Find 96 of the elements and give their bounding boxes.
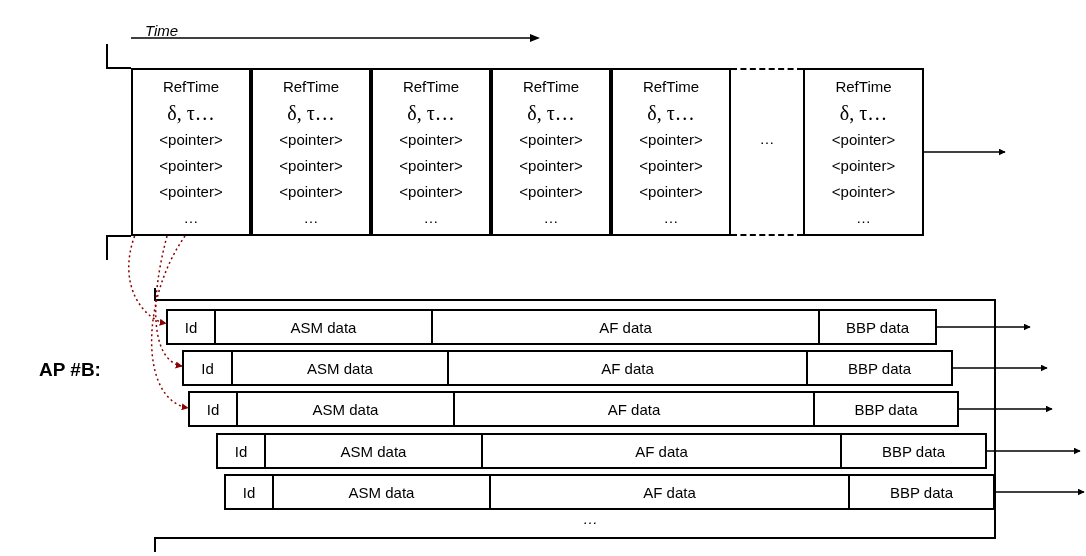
field-text: AF data	[643, 484, 696, 500]
data-field-box	[447, 350, 808, 386]
heading-text: RefTime	[835, 77, 892, 97]
pointer-text: <pointer>	[159, 130, 223, 150]
arrow	[952, 364, 1048, 372]
field-text: Id	[234, 443, 248, 459]
pointer-text: <pointer>	[831, 130, 896, 150]
symbol-text: δ, τ…	[527, 101, 575, 126]
arrow	[994, 488, 1085, 496]
data-field-box	[264, 433, 483, 469]
field-text: AF data	[635, 443, 688, 459]
pointer-text: <pointer>	[159, 156, 223, 176]
arrow	[986, 447, 1081, 455]
data-field-box	[182, 350, 233, 386]
pointer-text: <pointer>	[279, 130, 343, 150]
ellipsis-text: …	[856, 208, 871, 228]
ellipsis-text: …	[663, 208, 679, 228]
record-column-box	[611, 68, 731, 236]
pointer-text: <pointer>	[279, 182, 343, 202]
field-text: AF data	[607, 401, 661, 417]
data-field-box	[188, 391, 238, 427]
data-field-box	[231, 350, 449, 386]
field-text: BBP data	[854, 401, 918, 417]
data-field-box	[848, 474, 995, 510]
dotted-arrow	[128, 235, 167, 325]
field-text: ASM data	[307, 360, 373, 376]
data-field-box	[813, 391, 959, 427]
field-text: BBP data	[845, 319, 910, 335]
data-field-box	[236, 391, 455, 427]
symbol-text: δ, τ…	[287, 101, 335, 126]
pointer-text: <pointer>	[639, 130, 703, 150]
ellipsis-text: …	[303, 208, 319, 228]
ellipsis-column-box	[731, 68, 803, 236]
arrow	[923, 148, 1006, 156]
field-text: ASM data	[312, 401, 379, 417]
heading-text: RefTime	[642, 77, 700, 97]
heading-text: RefTime	[402, 77, 460, 97]
data-field-box	[224, 474, 274, 510]
heading-text: RefTime	[522, 77, 580, 97]
record-column-box	[803, 68, 924, 236]
pointer-text: <pointer>	[831, 182, 896, 202]
pointer-text: <pointer>	[519, 182, 583, 202]
ellipsis-text: …	[759, 129, 775, 149]
axis-label: Time	[145, 21, 179, 41]
field-text: ASM data	[348, 484, 415, 500]
data-field-box	[818, 309, 937, 345]
dotted-arrow	[154, 235, 183, 368]
pointer-text: <pointer>	[639, 182, 703, 202]
field-text: BBP data	[889, 484, 954, 500]
pointer-text: <pointer>	[399, 130, 463, 150]
data-field-box	[166, 309, 216, 345]
data-field-box	[840, 433, 987, 469]
group-label: AP #B:	[39, 358, 101, 382]
heading-text: RefTime	[282, 77, 340, 97]
data-field-box	[216, 433, 266, 469]
ellipsis-text: …	[423, 208, 439, 228]
field-text: Id	[184, 319, 198, 335]
symbol-text: δ, τ…	[647, 101, 695, 126]
data-field-box	[453, 391, 815, 427]
data-field-box	[214, 309, 433, 345]
field-text: Id	[206, 401, 220, 417]
field-text: Id	[201, 360, 214, 376]
data-field-box	[272, 474, 491, 510]
symbol-text: δ, τ…	[407, 101, 455, 126]
ellipsis-text: …	[583, 509, 598, 529]
arrow	[936, 323, 1031, 331]
pointer-text: <pointer>	[399, 182, 463, 202]
field-text: Id	[242, 484, 256, 500]
pointer-text: <pointer>	[519, 130, 583, 150]
symbol-text: δ, τ…	[839, 101, 888, 126]
field-text: ASM data	[340, 443, 407, 459]
record-column-box	[251, 68, 371, 236]
pointer-text: <pointer>	[159, 182, 223, 202]
record-column-box	[371, 68, 491, 236]
arrow	[958, 405, 1053, 413]
ellipsis-text: …	[543, 208, 559, 228]
symbol-text: δ, τ…	[167, 101, 215, 126]
field-text: AF data	[601, 360, 654, 376]
record-column-box	[131, 68, 251, 236]
pointer-text: <pointer>	[639, 156, 703, 176]
pointer-text: <pointer>	[279, 156, 343, 176]
dotted-arrow	[150, 235, 189, 410]
record-column-box	[491, 68, 611, 236]
data-field-box	[481, 433, 842, 469]
field-text: ASM data	[290, 319, 357, 335]
ellipsis-text: …	[183, 208, 199, 228]
field-text: BBP data	[881, 443, 946, 459]
heading-text: RefTime	[162, 77, 220, 97]
pointer-text: <pointer>	[831, 156, 896, 176]
data-field-box	[489, 474, 850, 510]
field-text: AF data	[599, 319, 652, 335]
data-field-box	[431, 309, 820, 345]
pointer-text: <pointer>	[399, 156, 463, 176]
pointer-text: <pointer>	[519, 156, 583, 176]
data-field-box	[806, 350, 953, 386]
field-text: BBP data	[847, 360, 912, 376]
